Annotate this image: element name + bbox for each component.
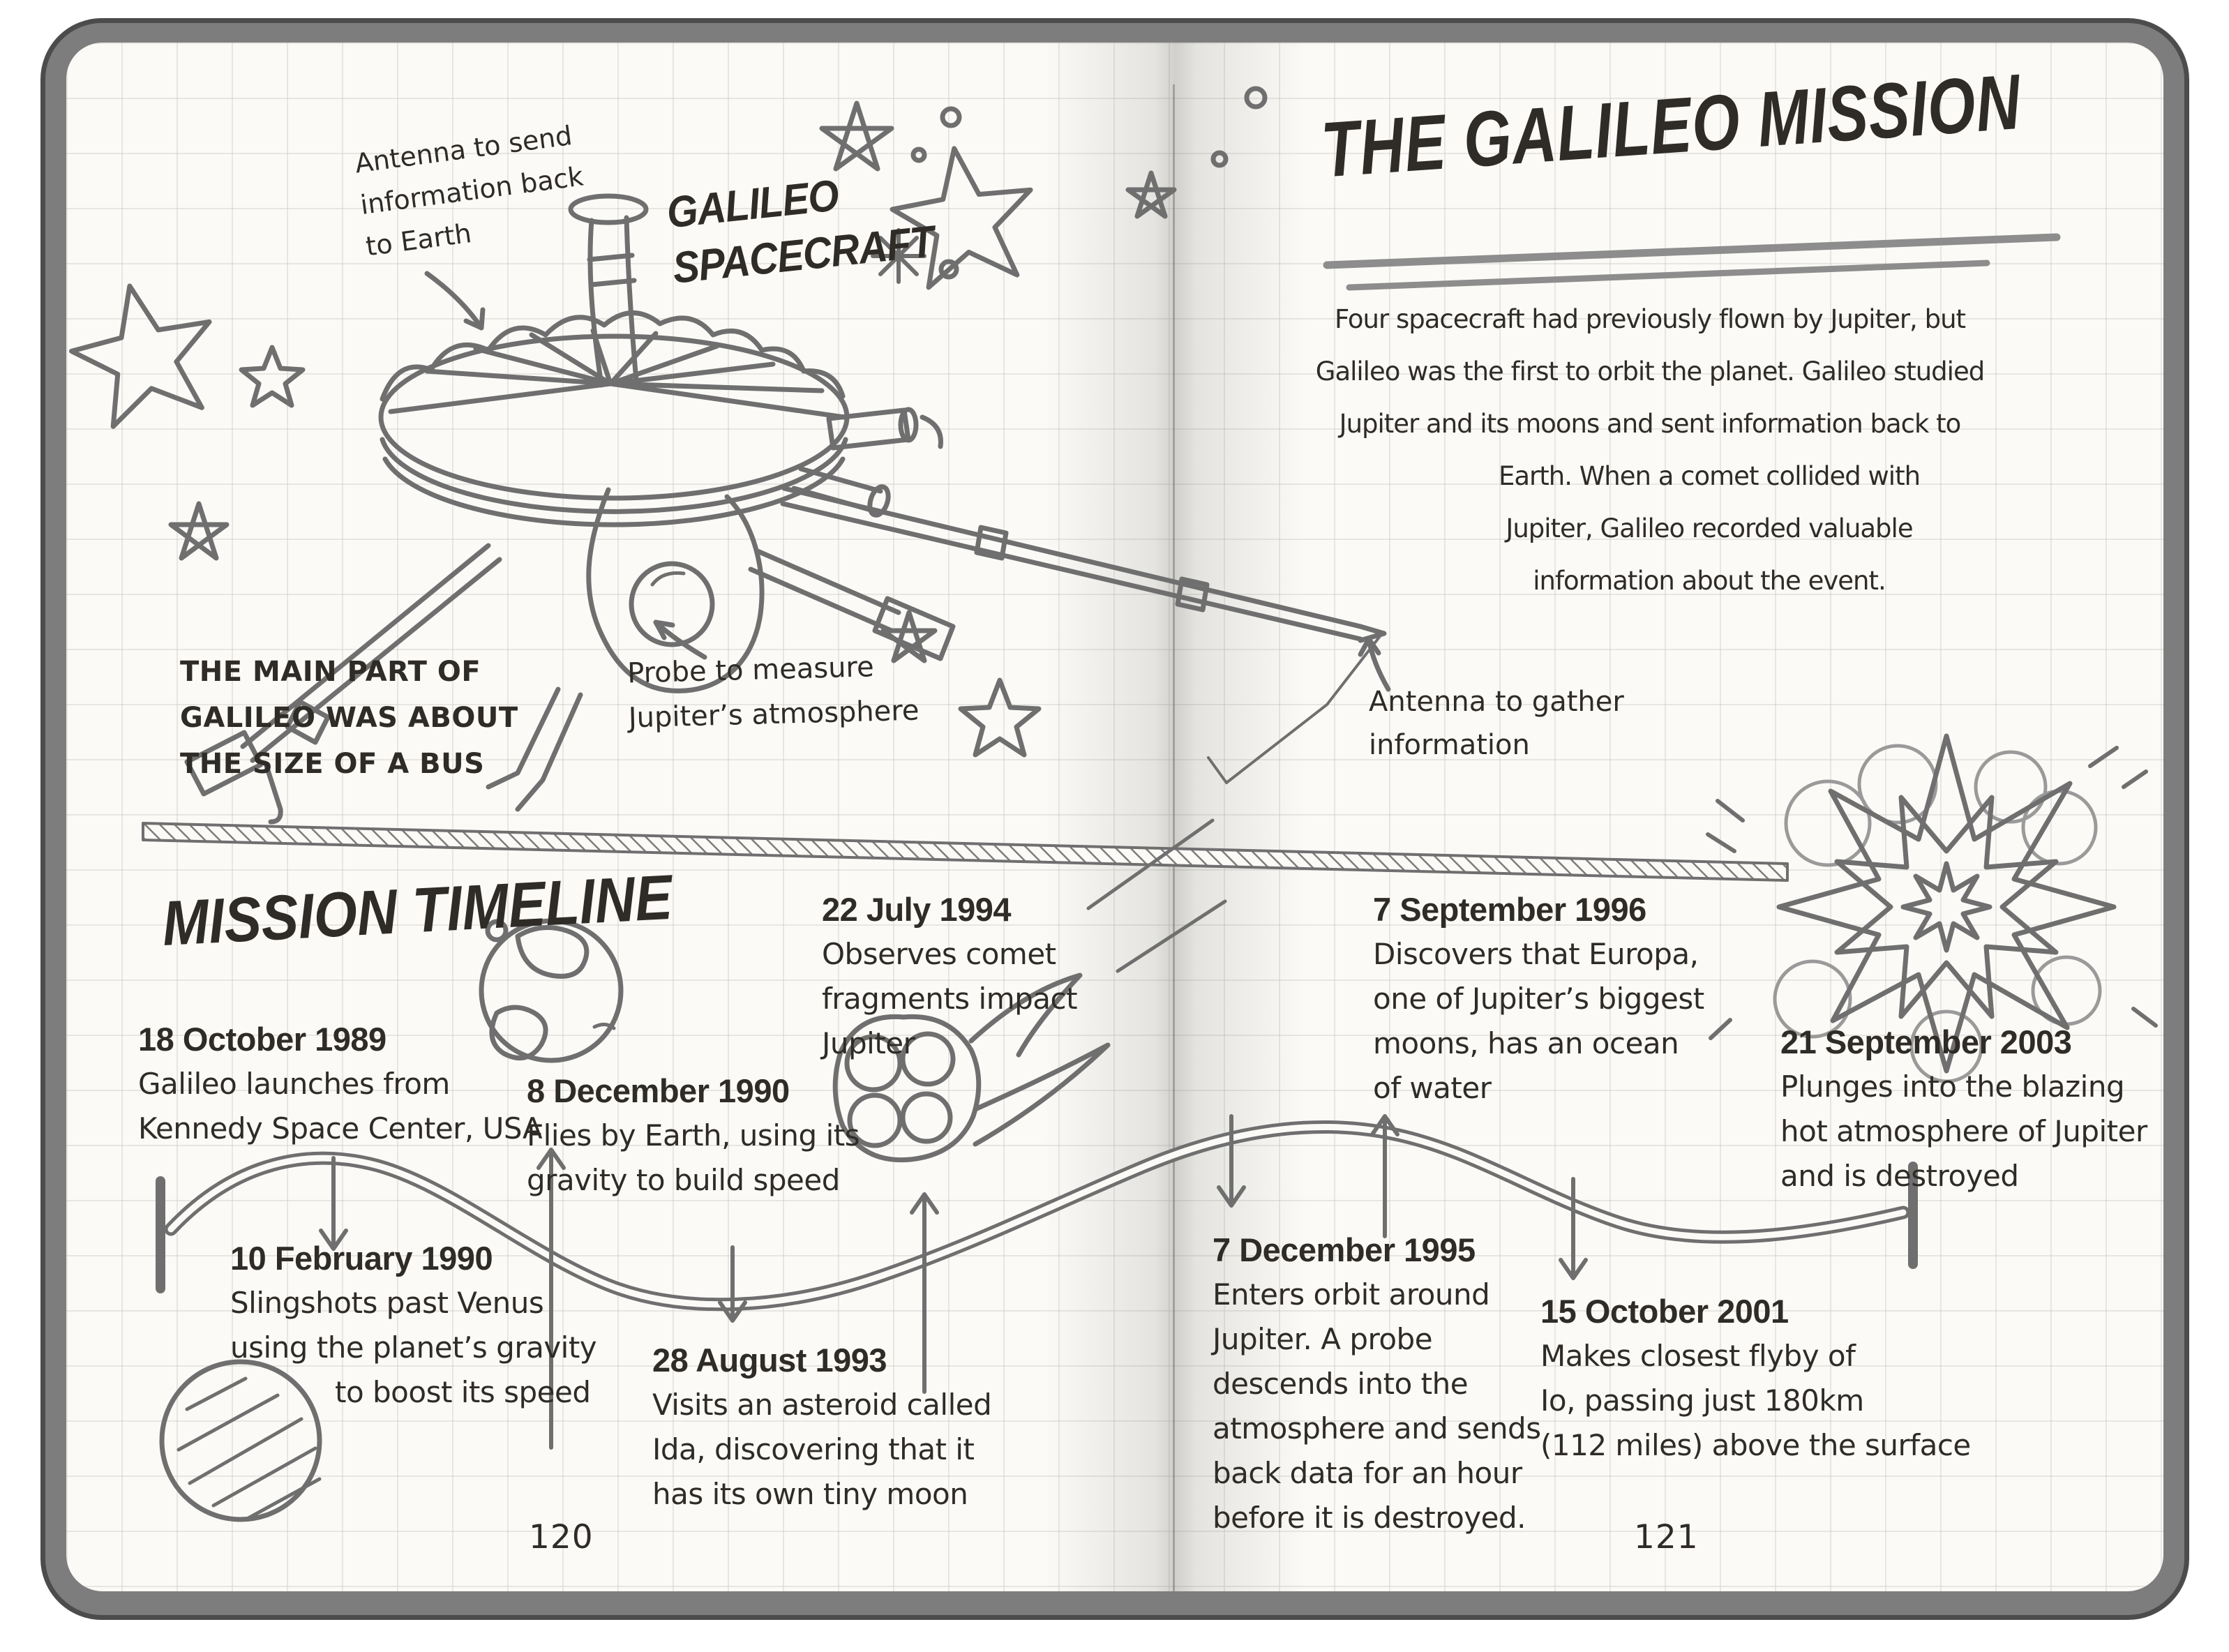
timeline-event: 21 September 2003 Plunges into the blazi… [1780, 1020, 2147, 1199]
explosion-doodle [1706, 733, 2158, 1083]
book-cover [40, 18, 2189, 1620]
event-line: Makes closest flyby of [1540, 1339, 1856, 1373]
timeline-event: 7 December 1995 Enters orbit around Jupi… [1213, 1228, 1541, 1540]
timeline-event: 10 February 1990 Slingshots past Venus u… [230, 1236, 597, 1415]
intro-line: Four spacecraft had previously flown by … [1334, 304, 1966, 334]
event-date: 7 September 1996 [1373, 891, 1646, 928]
page-gutter-line [1173, 84, 1175, 1591]
event-line: before it is destroyed. [1213, 1501, 1526, 1535]
event-line: Jupiter [822, 1026, 915, 1060]
event-line: Plunges into the blazing [1780, 1069, 2125, 1104]
event-line: back data for an hour [1213, 1456, 1522, 1490]
venus-doodle [159, 1359, 322, 1522]
event-line: to boost its speed [335, 1375, 591, 1409]
timeline-arrows [319, 1114, 1588, 1450]
event-line: Visits an asteroid called [652, 1388, 992, 1422]
annotation-line: THE SIZE OF A BUS [180, 748, 485, 780]
annotation-main-part: THE MAIN PART OF GALILEO WAS ABOUT THE S… [180, 649, 518, 787]
intro-line: Earth. When a comet collided with [1498, 461, 1921, 491]
earth-doodle [479, 918, 624, 1063]
event-line: Discovers that Europa, [1373, 937, 1699, 971]
annotation-line: information [1369, 729, 1530, 761]
notebook-pages [66, 43, 2163, 1591]
event-line: hot atmosphere of Jupiter [1780, 1114, 2147, 1148]
event-line: Jupiter. A probe [1213, 1322, 1433, 1356]
event-line: Ida, discovering that it [652, 1432, 975, 1466]
event-line: of water [1373, 1071, 1492, 1105]
event-date: 10 February 1990 [230, 1240, 493, 1277]
comet-doodle [832, 818, 1227, 1163]
event-date: 15 October 2001 [1540, 1293, 1789, 1330]
page-number: 121 [1634, 1518, 1699, 1556]
intro-line: information about the event. [1533, 566, 1886, 596]
event-line: Io, passing just 180km [1540, 1383, 1864, 1418]
event-date: 8 December 1990 [527, 1072, 790, 1109]
event-line: moons, has an ocean [1373, 1026, 1679, 1060]
page-number-left: 120 [529, 1518, 594, 1556]
page-number: 120 [529, 1518, 594, 1556]
event-line: Galileo launches from [138, 1067, 450, 1101]
timeline-event: 18 October 1989 Galileo launches from Ke… [138, 1017, 543, 1151]
event-line: Flies by Earth, using its [527, 1118, 860, 1152]
event-line: Slingshots past Venus [230, 1286, 544, 1320]
star-doodles [68, 86, 1268, 758]
annotation-line: Antenna to gather [1369, 686, 1624, 718]
event-date: 21 September 2003 [1780, 1023, 2072, 1060]
event-line: fragments impact [822, 982, 1078, 1016]
event-line: one of Jupiter’s biggest [1373, 982, 1704, 1016]
intro-line: Jupiter and its moons and sent informati… [1339, 409, 1962, 439]
event-line: using the planet’s gravity [230, 1330, 597, 1365]
event-line: atmosphere and sends [1213, 1411, 1541, 1446]
intro-line: Galileo was the first to orbit the plane… [1315, 356, 1985, 386]
event-line: (112 miles) above the surface [1540, 1428, 1971, 1462]
event-line: has its own tiny moon [652, 1477, 968, 1511]
timeline-event: 8 December 1990 Flies by Earth, using it… [527, 1069, 860, 1203]
divider-rope [142, 822, 1789, 882]
timeline-wave [156, 1120, 1918, 1312]
event-line: Observes comet [822, 937, 1056, 971]
event-line: descends into the [1213, 1367, 1469, 1401]
intro-line: Jupiter, Galileo recorded valuable [1506, 513, 1913, 543]
annotation-probe: Probe to measure Jupiter’s atmosphere [626, 644, 920, 741]
timeline-event: 28 August 1993 Visits an asteroid called… [652, 1338, 992, 1517]
galileo-spacecraft-drawing [184, 193, 1387, 825]
event-date: 7 December 1995 [1213, 1231, 1476, 1268]
event-date: 28 August 1993 [652, 1342, 887, 1379]
annotation-line: Jupiter’s atmosphere [628, 694, 920, 735]
annotation-antenna-gather: Antenna to gather information [1369, 680, 1624, 767]
annotation-line: Probe to measure [626, 651, 875, 690]
event-line: gravity to build speed [527, 1163, 840, 1197]
annotation-line: GALILEO WAS ABOUT [180, 702, 518, 734]
annotation-arrows [424, 271, 1391, 692]
page-gutter-shadow [1043, 43, 1308, 1591]
event-date: 22 July 1994 [822, 891, 1012, 928]
event-date: 18 October 1989 [138, 1021, 386, 1058]
event-line: and is destroyed [1780, 1159, 2019, 1193]
intro-paragraph: Four spacecraft had previously flown by … [1280, 293, 2020, 607]
event-line: Kennedy Space Center, USA [138, 1111, 543, 1146]
page-number-right: 121 [1634, 1518, 1699, 1556]
event-line: Enters orbit around [1213, 1277, 1490, 1312]
title-underline [1323, 233, 2061, 291]
timeline-event: 7 September 1996 Discovers that Europa, … [1373, 887, 1704, 1111]
annotation-line: THE MAIN PART OF [180, 656, 481, 688]
timeline-event: 15 October 2001 Makes closest flyby of I… [1540, 1289, 1971, 1468]
timeline-event: 22 July 1994 Observes comet fragments im… [822, 887, 1078, 1066]
